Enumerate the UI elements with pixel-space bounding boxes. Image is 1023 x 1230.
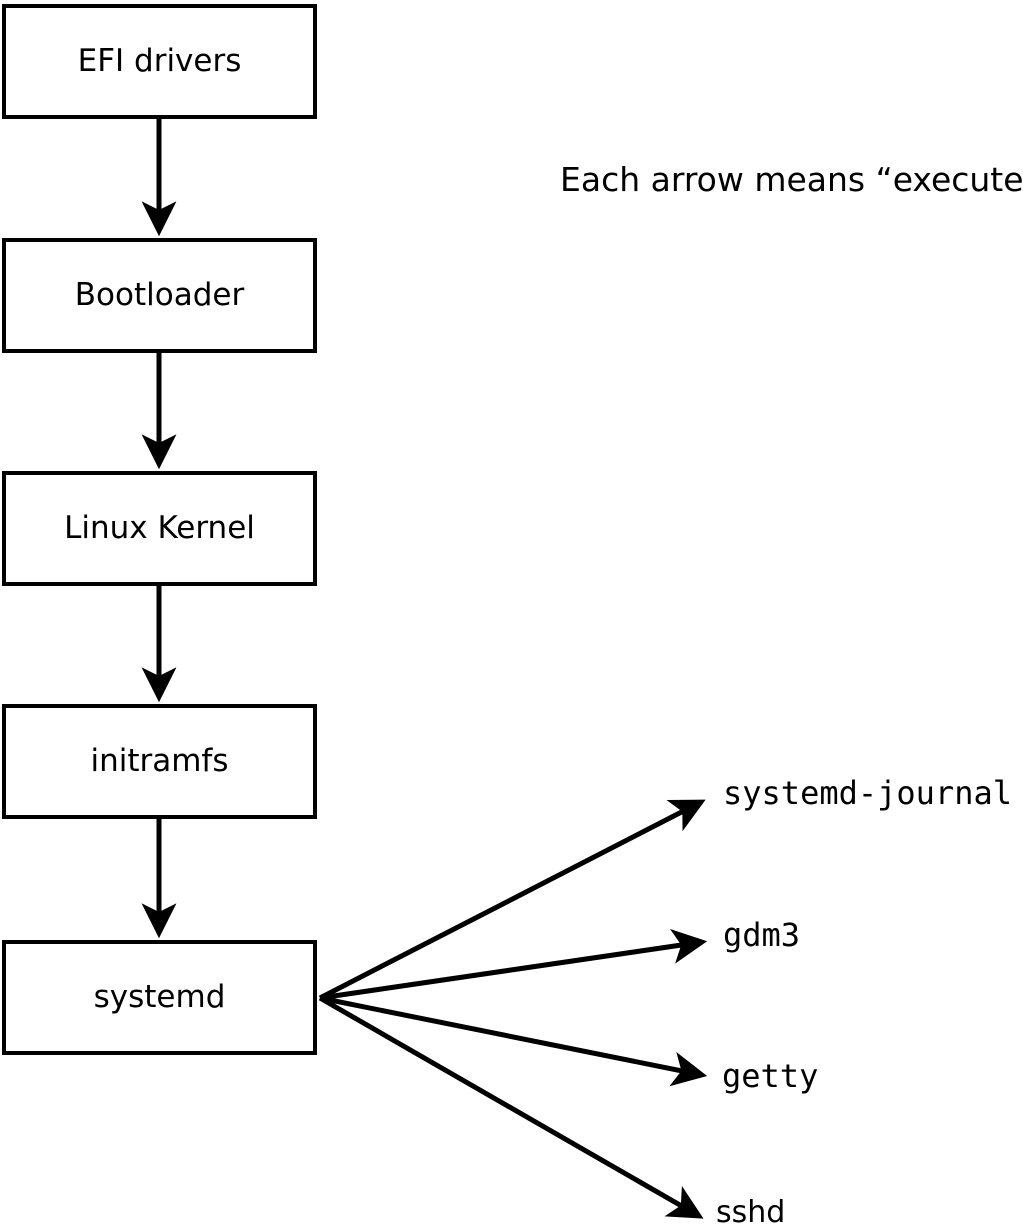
node-label: initramfs — [90, 743, 229, 779]
node-initramfs: initramfs — [2, 704, 317, 819]
edge-systemd-systemd-journal — [318, 799, 706, 1001]
edge-systemd-sshd — [318, 995, 704, 1219]
edge-systemd-getty — [319, 995, 708, 1087]
label-sshd: sshd — [716, 1195, 786, 1230]
label-gdm3: gdm3 — [723, 916, 801, 954]
diagram-caption: Each arrow means “executes”. — [560, 160, 1023, 199]
edge-systemd-gdm3 — [319, 929, 708, 1001]
label-systemd-journal: systemd-journal — [723, 774, 1012, 812]
node-label: systemd — [93, 979, 226, 1015]
node-label: EFI drivers — [77, 43, 242, 79]
node-systemd: systemd — [2, 940, 317, 1055]
node-linux-kernel: Linux Kernel — [2, 471, 317, 586]
label-getty: getty — [722, 1057, 819, 1095]
node-bootloader: Bootloader — [2, 238, 317, 353]
node-efi-drivers: EFI drivers — [2, 4, 317, 119]
node-label: Linux Kernel — [64, 510, 255, 546]
node-label: Bootloader — [74, 277, 245, 313]
